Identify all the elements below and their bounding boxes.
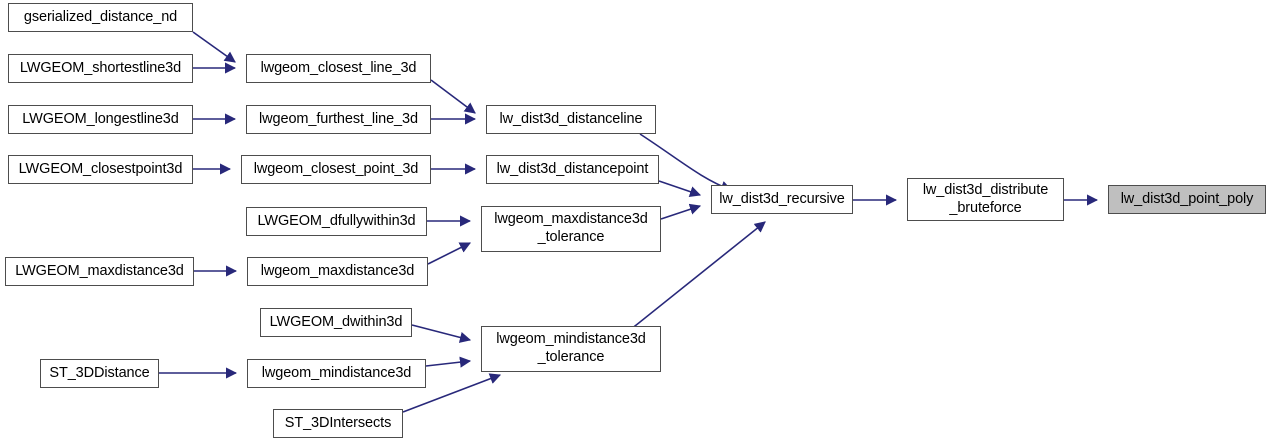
graph-node-lwgeom_mindistance3d_tolerance[interactable]: lwgeom_mindistance3d _tolerance xyxy=(481,326,661,372)
graph-node-LWGEOM_maxdistance3d[interactable]: LWGEOM_maxdistance3d xyxy=(5,257,194,286)
graph-node-label: LWGEOM_dwithin3d xyxy=(269,313,403,330)
graph-edge-lwgeom_closest_line_3d--lw_dist3d_distanceline xyxy=(430,79,476,114)
graph-node-label: ST_3DIntersects xyxy=(284,414,392,431)
graph-node-lwgeom_closest_line_3d[interactable]: lwgeom_closest_line_3d xyxy=(246,54,431,83)
graph-node-lw_dist3d_recursive[interactable]: lw_dist3d_recursive xyxy=(711,185,853,214)
graph-node-label: LWGEOM_dfullywithin3d xyxy=(257,212,416,229)
graph-edge-lwgeom_mindistance3d--lwgeom_mindistance3d_tolerance xyxy=(425,356,472,368)
graph-node-lwgeom_maxdistance3d_tolerance[interactable]: lwgeom_maxdistance3d _tolerance xyxy=(481,206,661,252)
graph-node-label: LWGEOM_longestline3d xyxy=(22,110,179,127)
graph-node-label: lwgeom_furthest_line_3d xyxy=(259,110,418,127)
graph-node-lwgeom_mindistance3d[interactable]: lwgeom_mindistance3d xyxy=(247,359,426,388)
graph-node-label: lw_dist3d_distribute _bruteforce xyxy=(922,181,1049,216)
graph-node-label: lwgeom_closest_point_3d xyxy=(253,160,419,177)
graph-node-label: lwgeom_mindistance3d _tolerance xyxy=(496,331,646,365)
graph-node-lwgeom_furthest_line_3d[interactable]: lwgeom_furthest_line_3d xyxy=(246,105,431,134)
graph-node-ST_3DDistance[interactable]: ST_3DDistance xyxy=(40,359,159,388)
graph-node-label: lwgeom_mindistance3d xyxy=(261,364,412,381)
graph-edge-lwgeom_maxdistance3d_tolerance--lw_dist3d_recursive xyxy=(660,203,702,220)
graph-node-lwgeom_closest_point_3d[interactable]: lwgeom_closest_point_3d xyxy=(241,155,431,184)
graph-node-ST_3DIntersects[interactable]: ST_3DIntersects xyxy=(273,409,403,438)
graph-edge-lwgeom_maxdistance3d--lwgeom_maxdistance3d_tolerance xyxy=(427,242,472,265)
graph-node-label: lwgeom_maxdistance3d xyxy=(260,262,415,279)
graph-node-LWGEOM_shortestline3d[interactable]: LWGEOM_shortestline3d xyxy=(8,54,193,83)
graph-node-lw_dist3d_point_poly[interactable]: lw_dist3d_point_poly xyxy=(1108,185,1266,214)
graph-node-label: lw_dist3d_distancepoint xyxy=(496,160,649,177)
graph-edge-gserialized_distance_nd--lwgeom_closest_line_3d xyxy=(192,31,236,63)
graph-node-label: LWGEOM_closestpoint3d xyxy=(18,160,183,177)
graph-node-label: lw_dist3d_recursive xyxy=(719,190,845,207)
graph-node-label: LWGEOM_maxdistance3d xyxy=(15,262,184,279)
graph-node-label: lwgeom_maxdistance3d _tolerance xyxy=(494,211,648,245)
graph-node-lw_dist3d_distancepoint[interactable]: lw_dist3d_distancepoint xyxy=(486,155,659,184)
graph-node-label: ST_3DDistance xyxy=(49,364,150,381)
graph-node-lwgeom_maxdistance3d[interactable]: lwgeom_maxdistance3d xyxy=(247,257,428,286)
graph-node-LWGEOM_closestpoint3d[interactable]: LWGEOM_closestpoint3d xyxy=(8,155,193,184)
graph-node-LWGEOM_dwithin3d[interactable]: LWGEOM_dwithin3d xyxy=(260,308,412,337)
graph-node-label: lw_dist3d_distanceline xyxy=(499,110,643,127)
graph-node-lw_dist3d_distanceline[interactable]: lw_dist3d_distanceline xyxy=(486,105,656,134)
graph-node-label: LWGEOM_shortestline3d xyxy=(19,59,182,76)
graph-edge-LWGEOM_dwithin3d--lwgeom_mindistance3d_tolerance xyxy=(411,324,472,343)
graph-node-label: gserialized_distance_nd xyxy=(23,8,178,25)
graph-edge-lw_dist3d_distancepoint--lw_dist3d_recursive xyxy=(658,180,702,198)
graph-node-label: lw_dist3d_point_poly xyxy=(1120,190,1254,207)
graph-node-gserialized_distance_nd[interactable]: gserialized_distance_nd xyxy=(8,3,193,32)
graph-node-label: lwgeom_closest_line_3d xyxy=(260,59,417,76)
graph-node-LWGEOM_longestline3d[interactable]: LWGEOM_longestline3d xyxy=(8,105,193,134)
graph-node-LWGEOM_dfullywithin3d[interactable]: LWGEOM_dfullywithin3d xyxy=(246,207,427,236)
graph-node-lw_dist3d_distribute_bruteforce[interactable]: lw_dist3d_distribute _bruteforce xyxy=(907,178,1064,221)
